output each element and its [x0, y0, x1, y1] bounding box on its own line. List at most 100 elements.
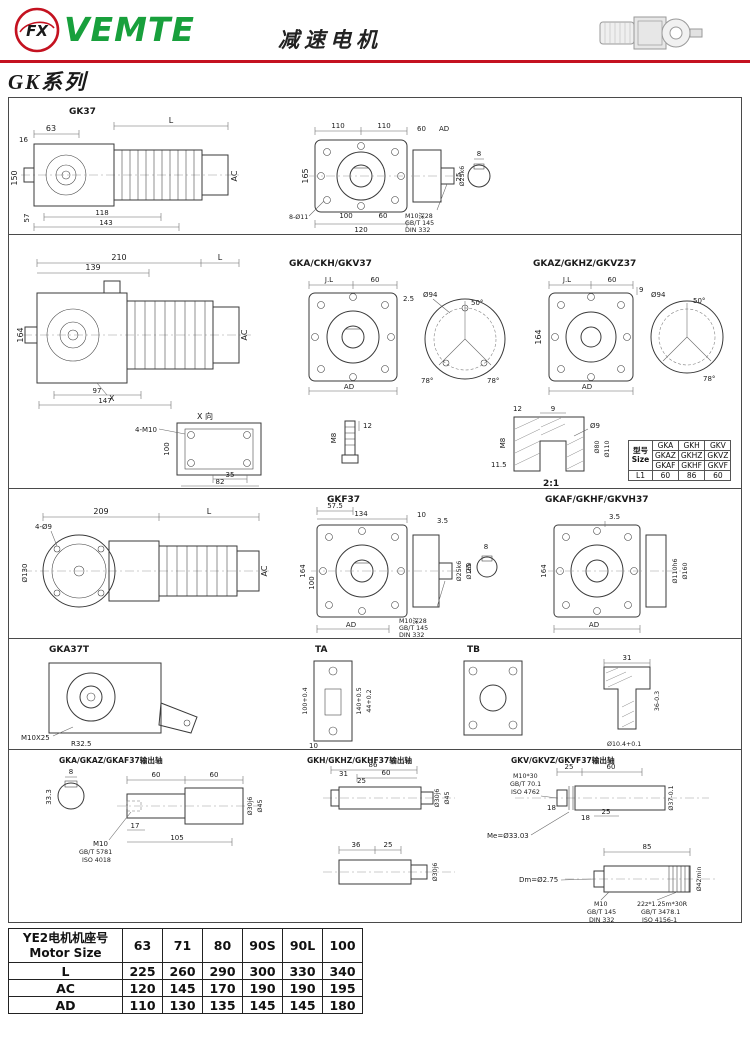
dim: M8	[330, 433, 338, 444]
table-cell: L1	[628, 470, 653, 481]
dim: 100	[308, 576, 316, 589]
dim: 4-Ø9	[35, 523, 52, 531]
size-header-cn: 型号	[633, 446, 648, 456]
table-cell: GKV	[704, 440, 732, 451]
dim: Ø30j6	[431, 863, 439, 882]
table-cell: GKHZ	[677, 450, 706, 461]
section-output-shafts: GKA/GKAZ/GKAF37输出轴 GKH/GKHZ/GKHF37输出轴 GK…	[9, 749, 741, 924]
table-cell: 135	[202, 996, 243, 1014]
table-cell: 300	[242, 962, 283, 980]
row-label: L	[8, 962, 123, 980]
dim: 2.5	[403, 295, 414, 303]
table-cell: 225	[122, 962, 163, 980]
table-cell: 60	[652, 470, 679, 481]
dim: 86	[369, 761, 378, 769]
dim: 140+0.5	[356, 687, 363, 714]
dim: J.L	[562, 276, 571, 284]
dim: 18	[581, 814, 590, 822]
dim: 57.5	[327, 502, 343, 510]
dim: Ø160	[465, 563, 473, 580]
spec-note: GB/T 145	[405, 220, 434, 227]
dim: Dm=Ø2.75	[519, 876, 558, 884]
section-title: GKA37T	[49, 645, 90, 655]
dim: Ø94	[651, 291, 666, 299]
dim: 8-Ø11	[289, 213, 308, 221]
dim: 210	[111, 253, 126, 262]
dim: 78°	[703, 375, 715, 383]
dim: 60	[152, 771, 161, 779]
dim: 3.5	[609, 513, 620, 521]
gka37-drawing: GKA/CKH/GKV37 GKAZ/GKHZ/GKVZ37 210 139 L…	[16, 253, 724, 488]
dim: Ø25k6	[458, 166, 466, 187]
dim: AD	[589, 621, 599, 629]
section-title: TB	[467, 645, 480, 655]
dim: Ø9	[590, 422, 600, 430]
header-divider	[0, 60, 750, 63]
table-cell: GKHF	[677, 460, 706, 471]
section-gka37t: GKA37T TA TB M10X25 R32.5 100+0.4 10 140…	[9, 638, 741, 749]
dim: AC	[260, 565, 269, 576]
logo-monogram: FX	[26, 22, 49, 40]
dim: 82	[216, 478, 225, 486]
dim: 134	[354, 510, 368, 518]
dim: 12	[363, 422, 372, 430]
gearbox-thumbnail-image	[599, 16, 703, 50]
table-cell: 60	[704, 470, 732, 481]
dim: 31	[623, 654, 632, 662]
dim: 9	[639, 286, 643, 294]
dim: L	[169, 116, 174, 125]
output-shafts-drawing: GKA/GKAZ/GKAF37输出轴 GKH/GKHZ/GKHF37输出轴 GK…	[45, 755, 715, 924]
dim: 60	[608, 276, 617, 284]
dim: 10	[309, 742, 318, 749]
dim: 60	[379, 212, 388, 220]
dim: 143	[99, 219, 112, 227]
table-cell: GKAF	[652, 460, 679, 471]
dim: 105	[170, 834, 183, 842]
section-title: GKV/GKVZ/GKVF37输出轴	[511, 755, 615, 765]
dim: M8	[499, 438, 507, 449]
series-label: GK系列	[8, 70, 88, 94]
dim: R32.5	[71, 740, 91, 748]
dim: 12	[513, 405, 522, 413]
table-cell: 330	[282, 962, 323, 980]
gkf37-drawing: GKF37 GKAF/GKHF/GKVH37 209 L 4-Ø9 Ø130 A…	[21, 495, 689, 638]
size-header-en: Size	[631, 454, 650, 464]
dim: AD	[346, 621, 356, 629]
dim: AC	[230, 170, 239, 181]
table-cell: GKAZ	[652, 450, 679, 461]
dim: 35	[226, 471, 235, 479]
dim: 120	[354, 226, 367, 234]
dim: 60	[607, 763, 616, 771]
dim: 8	[69, 768, 73, 776]
dim: 110	[331, 122, 344, 130]
dim: 60	[371, 276, 380, 284]
dim: 25	[357, 777, 366, 785]
spec-note: M10	[594, 901, 607, 908]
dim: 44+0.2	[366, 689, 373, 712]
motor-header-cn: YE2电机机座号	[22, 931, 109, 946]
section-gk37: GK37 63 L 16 150 AC 57 118 1	[9, 98, 741, 234]
dim: 209	[93, 507, 108, 516]
table-cell: GKA	[652, 440, 679, 451]
dim: 4-M10	[135, 426, 157, 434]
drawings-panel: GK37 63 L 16 150 AC 57 118 1	[8, 97, 742, 924]
table-header-row: YE2电机机座号 Motor Size 63 71 80 90S 90L 100	[8, 928, 363, 963]
table-cell: 195	[322, 979, 363, 997]
dim: 36-0.3	[654, 691, 661, 711]
spec-note: GB/T 5781	[79, 849, 112, 856]
dim: 25	[465, 564, 473, 573]
table-cell: 190	[242, 979, 283, 997]
spec-note: DIN 332	[589, 917, 614, 924]
dim: Me=Ø33.03	[487, 832, 529, 840]
table-cell: GKVF	[704, 460, 732, 471]
dim: Ø45	[443, 792, 451, 805]
dim: 10	[417, 511, 426, 519]
spec-note: ISO 4018	[82, 857, 111, 864]
dim: 139	[85, 263, 100, 272]
dim: AD	[582, 383, 592, 391]
dim: 85	[643, 843, 652, 851]
table-cell: 190	[282, 979, 323, 997]
spec-note: M10深28	[399, 616, 427, 625]
table-cell: GKVZ	[704, 450, 732, 461]
dim: 100	[339, 212, 352, 220]
